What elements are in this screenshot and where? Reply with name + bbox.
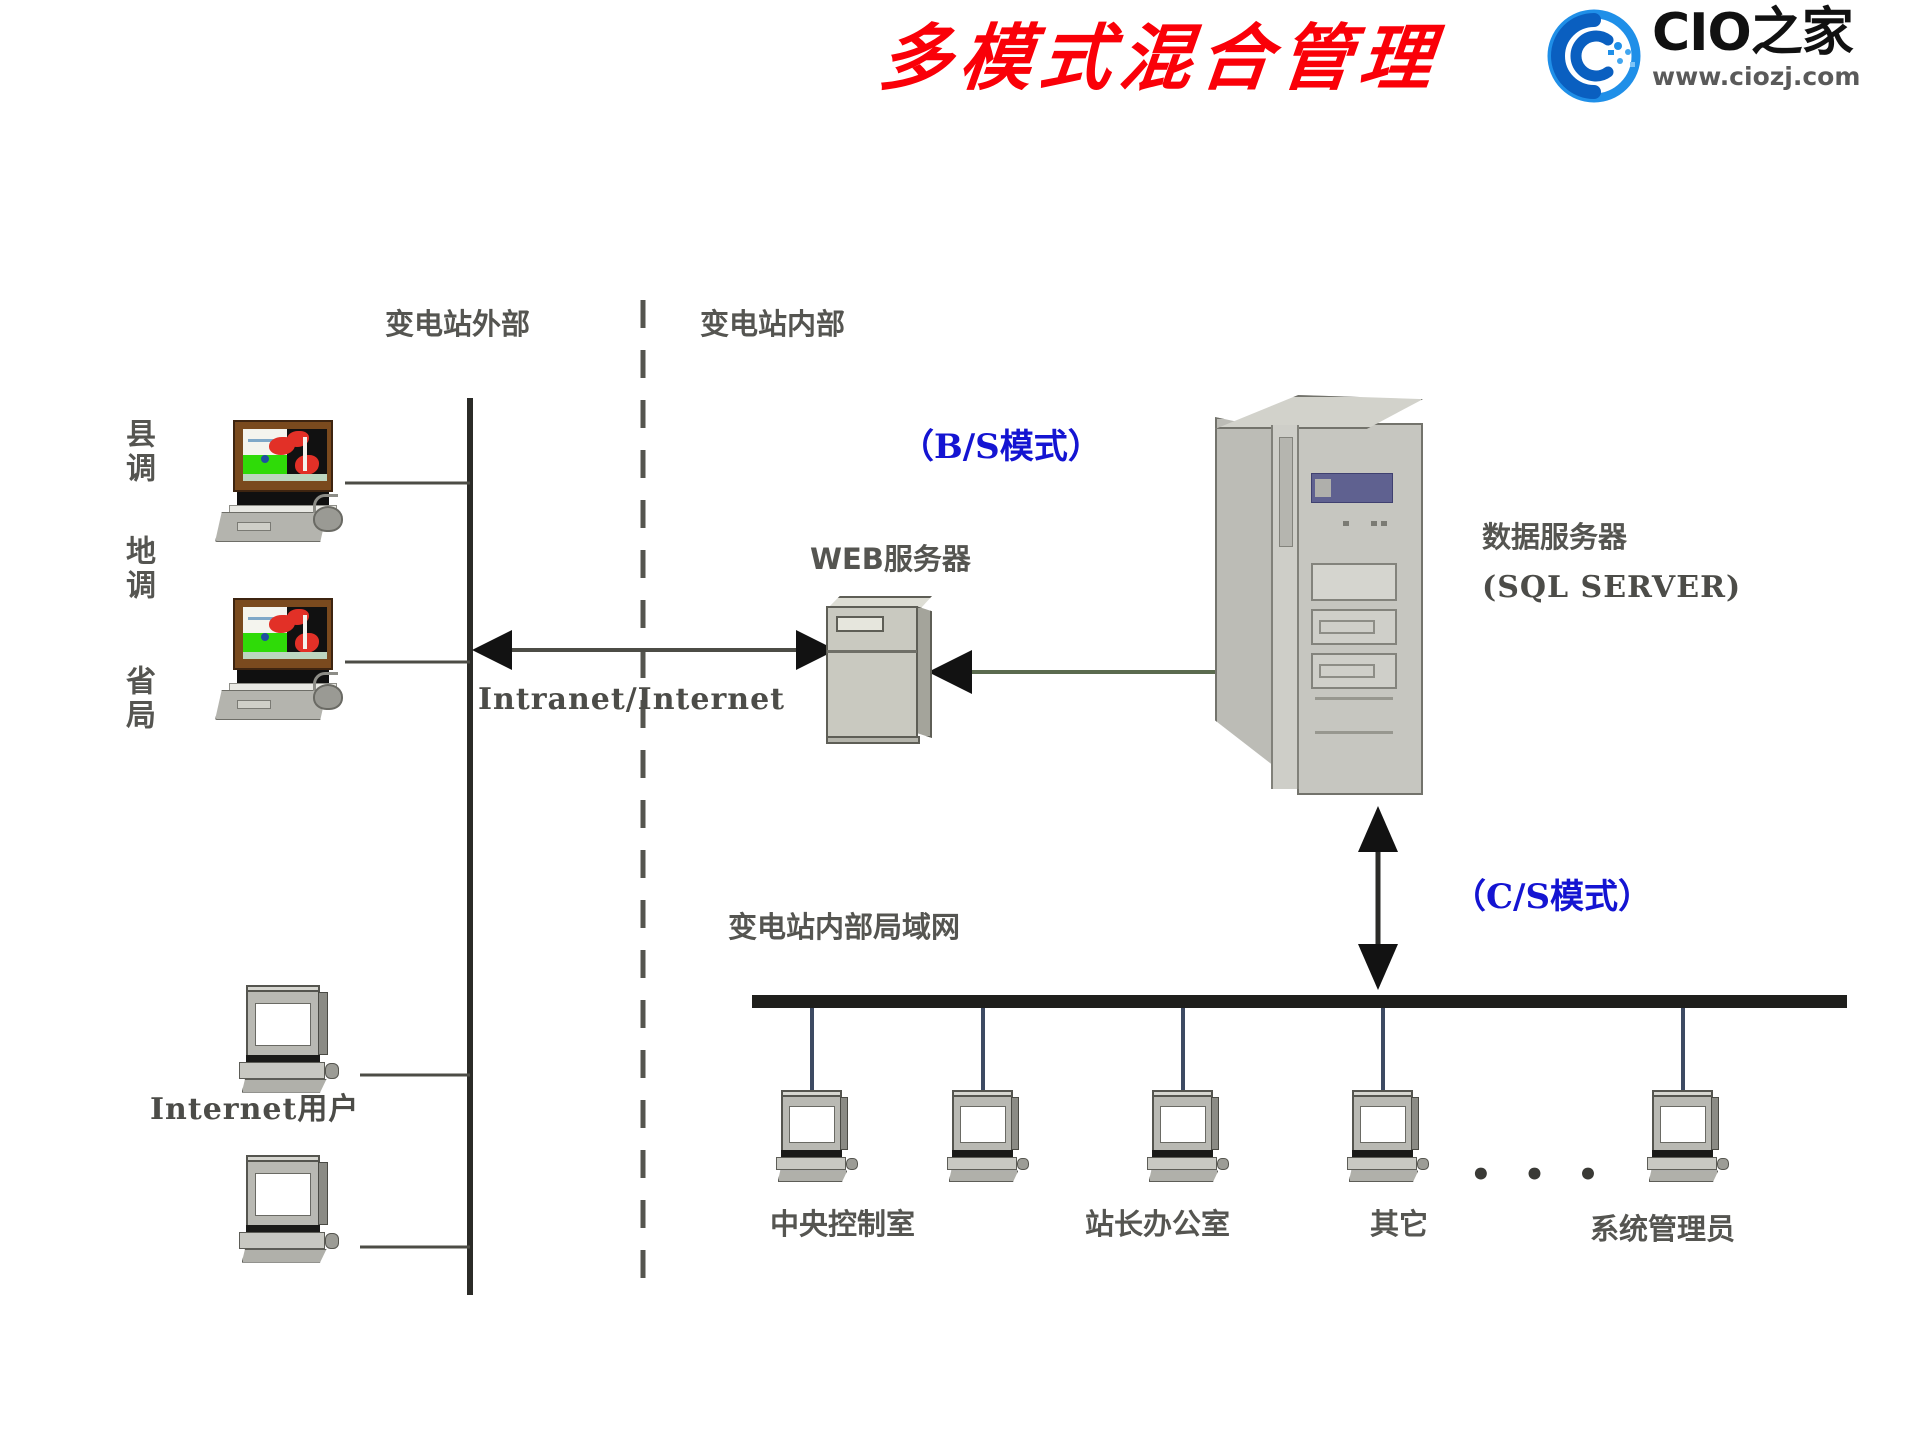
- arrow-down-to-lan: [1358, 944, 1398, 990]
- user-label-county-dispatch: 县调: [120, 418, 155, 486]
- lan-bus-bar: [752, 995, 1847, 1008]
- arrow-left-to-web-server: [928, 650, 972, 694]
- lan-pc-central-control-room: [772, 1090, 864, 1187]
- lan-label: 变电站内部局域网: [728, 910, 961, 944]
- keyboard-trackpad: [237, 522, 271, 531]
- lan-pc-system-administrator: [1643, 1090, 1735, 1187]
- keyboard: [215, 690, 327, 720]
- web-server-icon: [826, 596, 944, 748]
- monitor-bezel: [233, 598, 333, 670]
- user-label-regional-dispatch: 地调: [120, 535, 155, 603]
- mouse-cable: [313, 494, 338, 513]
- data-server-label: 数据服务器: [1482, 520, 1628, 554]
- lan-ellipsis: • • •: [1470, 1155, 1609, 1195]
- arrow-right-to-web-server: [796, 630, 836, 670]
- internet-user-pc-2: [235, 1154, 347, 1268]
- dispatch-terminal-upper: [215, 420, 355, 545]
- data-server-sublabel: (SQL SERVER): [1482, 570, 1742, 605]
- mouse: [313, 684, 343, 710]
- internet-user-pc-1: [235, 984, 347, 1098]
- monitor-screen: [243, 429, 327, 481]
- monitor-bezel: [233, 420, 333, 492]
- network-label: Intranet/Internet: [478, 682, 786, 717]
- lan-node-label-central-control-room: 中央控制室: [770, 1207, 916, 1241]
- lan-pc-other: [1143, 1090, 1235, 1187]
- lan-node-label-station-master-office: 站长办公室: [1085, 1207, 1231, 1241]
- lan-pc-station-master-office: [943, 1090, 1035, 1187]
- arrow-left-to-boundary: [472, 630, 512, 670]
- arrow-up-to-data-server: [1358, 806, 1398, 852]
- lan-pc-unlabeled: [1343, 1090, 1435, 1187]
- internet-users-label: Internet用户: [150, 1092, 360, 1127]
- zone-label-inside: 变电站内部: [700, 307, 846, 341]
- zone-label-outside: 变电站外部: [385, 307, 531, 341]
- bs-mode-label: （B/S模式）: [900, 427, 1102, 467]
- monitor-stand: [237, 670, 329, 683]
- cio-circle-c-mark-icon: [1547, 9, 1641, 103]
- brand-logo[interactable]: CIO之家 www.ciozj.com: [1544, 4, 1914, 108]
- lan-node-label-system-administrator: 系统管理员: [1590, 1212, 1736, 1246]
- keyboard-trackpad: [237, 700, 271, 709]
- lan-node-label-other: 其它: [1370, 1207, 1429, 1241]
- web-server-label: WEB服务器: [810, 542, 971, 576]
- monitor-screen: [243, 607, 327, 659]
- data-server-icon: [1215, 395, 1440, 805]
- cs-mode-label: （C/S模式）: [1452, 877, 1653, 917]
- keyboard: [215, 512, 327, 542]
- dispatch-terminal-lower: [215, 598, 355, 723]
- mouse: [313, 506, 343, 532]
- monitor-stand: [237, 492, 329, 505]
- brand-name: CIO之家: [1652, 3, 1854, 63]
- page-header: 多模式混合管理 CIO之家 www.ciozj.com: [0, 0, 1920, 130]
- user-label-provincial-bureau: 省局: [120, 665, 155, 733]
- brand-url: www.ciozj.com: [1652, 61, 1861, 91]
- mouse-cable: [313, 672, 338, 691]
